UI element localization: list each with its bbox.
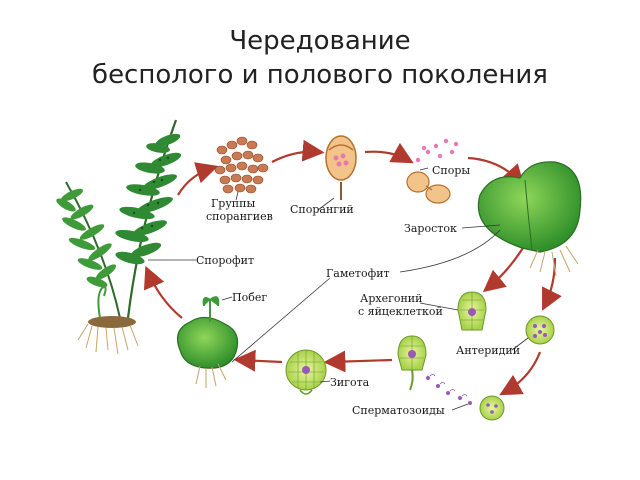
label-archegonium-2: с яйцеклеткой	[358, 305, 443, 318]
antheridium-illustration	[526, 316, 554, 344]
label-sporangia-groups-1: Группы	[211, 197, 255, 210]
archegonium-illustration	[458, 292, 486, 330]
sporangia-groups-illustration	[215, 137, 268, 193]
leader-spores	[420, 168, 428, 170]
label-sporophyte: Спорофит	[196, 254, 254, 267]
arrow-archegonium-to-zygote	[330, 360, 392, 362]
label-shoot: Побег	[232, 291, 267, 304]
label-gametophyte: Гаметофит	[326, 267, 390, 280]
label-spores: Споры	[432, 164, 470, 177]
fern-sporophyte	[54, 120, 182, 354]
shoot-illustration	[178, 297, 238, 388]
arrow-prothallus-to-antheridium	[545, 258, 555, 305]
arrow-groups-to-sporangium	[272, 152, 318, 162]
sporangium-illustration	[326, 136, 356, 200]
label-antheridium: Антеридий	[456, 344, 520, 357]
label-sporangia-groups-2: спорангиев	[206, 210, 273, 223]
label-spermatozoids: Сперматозоиды	[352, 404, 445, 417]
label-sporangium: Спорангий	[290, 203, 354, 216]
arrow-shoot-to-fern	[148, 272, 182, 318]
leader-spermatozoids	[452, 404, 468, 410]
fertilization-archegonium-illustration	[398, 336, 426, 390]
arrow-fern-to-sporangia-groups	[178, 168, 212, 195]
arrow-sporangium-to-spores	[365, 152, 408, 160]
arrow-zygote-to-shoot	[240, 360, 282, 362]
zygote-illustration	[286, 350, 326, 394]
label-prothallus: Заросток	[404, 222, 457, 235]
label-archegonium-1: Архегоний	[360, 292, 422, 305]
label-zygote: Зигота	[330, 376, 369, 389]
arrow-antheridium-to-spermatozoids	[505, 352, 540, 392]
leader-shoot	[222, 297, 232, 300]
prothallus-illustration	[478, 162, 580, 276]
leader-gametophyte	[400, 230, 500, 272]
